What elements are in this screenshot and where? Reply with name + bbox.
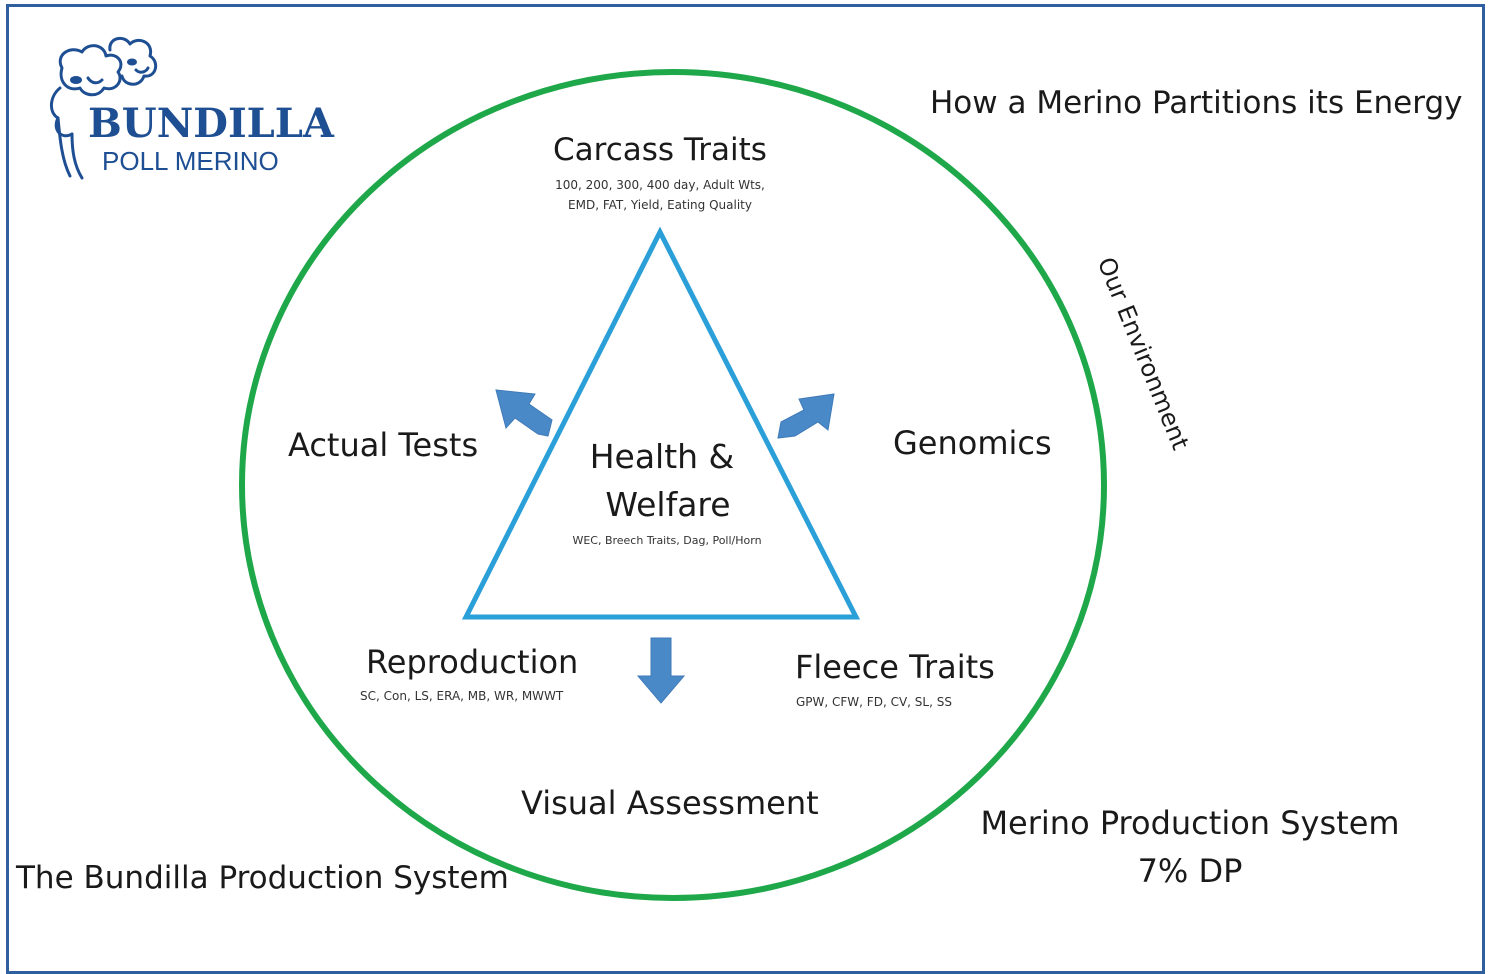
sheep-logo-icon: [50, 36, 158, 180]
carcass-traits-detail-2: EMD, FAT, Yield, Eating Quality: [568, 198, 752, 212]
logo-subtitle: POLL MERINO: [102, 146, 279, 176]
health-welfare-title-2: Welfare: [605, 485, 731, 524]
carcass-traits-detail-1: 100, 200, 300, 400 day, Adult Wts,: [555, 178, 765, 192]
merino-system-dp: 7% DP: [1137, 852, 1243, 890]
merino-system-label: Merino Production System: [980, 804, 1400, 842]
environment-circle: [239, 69, 1107, 901]
logo-wordmark: BUNDILLA: [88, 100, 334, 147]
arrow-down-icon: [636, 637, 686, 704]
genomics-label: Genomics: [893, 424, 1052, 462]
header-title: How a Merino Partitions its Energy: [930, 85, 1463, 121]
health-welfare-detail: WEC, Breech Traits, Dag, Poll/Horn: [572, 534, 762, 547]
actual-tests-label: Actual Tests: [288, 426, 479, 464]
arrow-up-right-icon: [777, 393, 835, 439]
bundilla-system-label: The Bundilla Production System: [16, 860, 509, 896]
health-welfare-title-1: Health &: [589, 437, 735, 476]
reproduction-detail: SC, Con, LS, ERA, MB, WR, MWWT: [360, 689, 564, 703]
reproduction-title: Reproduction: [366, 643, 579, 681]
carcass-traits-title: Carcass Traits: [553, 132, 767, 168]
visual-assessment-label: Visual Assessment: [521, 784, 819, 822]
fleece-traits-detail: GPW, CFW, FD, CV, SL, SS: [796, 695, 952, 709]
health-triangle: [461, 226, 861, 620]
fleece-traits-title: Fleece Traits: [795, 648, 995, 686]
arrow-up-left-icon: [495, 389, 553, 437]
